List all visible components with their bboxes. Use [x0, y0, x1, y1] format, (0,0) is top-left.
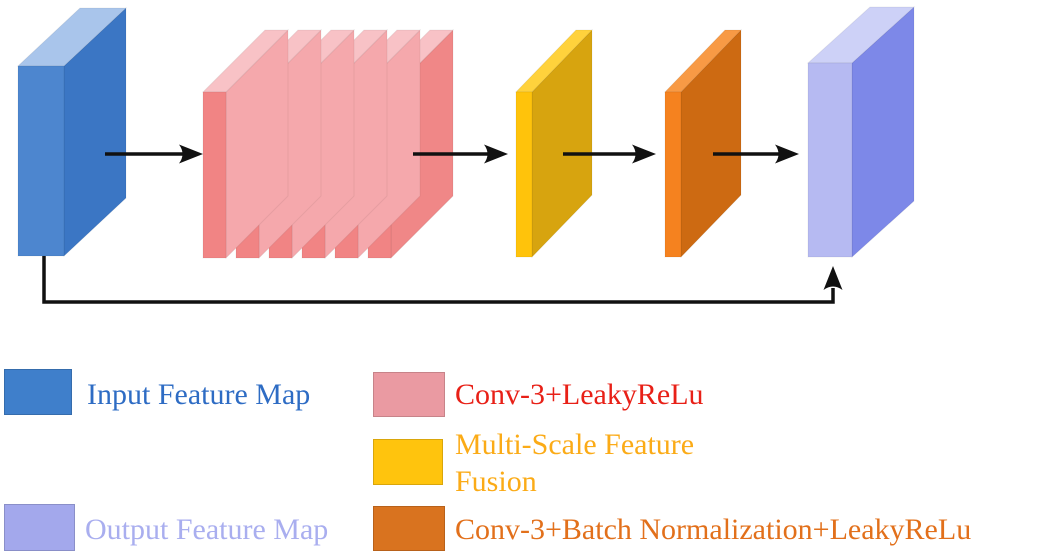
- legend-label-conv3-leakyrelu: Conv-3+LeakyReLu: [455, 378, 704, 411]
- input-feature-map-block-front-face: [17, 65, 65, 257]
- conv3-batchnorm-leakyrelu-block-front-face: [664, 91, 682, 258]
- legend-label-input-feature-map: Input Feature Map: [87, 378, 311, 411]
- input-feature-map-block: [16, 6, 128, 258]
- legend-swatch-input-feature-map: [4, 369, 72, 415]
- arrow-convbn-to-output: [713, 144, 799, 164]
- conv3-leakyrelu-stack-layer-1: [201, 28, 290, 260]
- legend-label-conv3-batchnorm-leakyrelu: Conv-3+Batch Normalization+LeakyReLu: [455, 513, 972, 546]
- legend-swatch-multi-scale-feature-fusion: [373, 439, 443, 485]
- legend-swatch-conv3-batchnorm-leakyrelu: [373, 506, 445, 551]
- multi-scale-feature-fusion-block: [514, 28, 594, 259]
- arrow-msff-to-convbn: [563, 144, 656, 164]
- output-feature-map-block-front-face: [807, 62, 853, 258]
- skip-connection-arrow: [42, 256, 843, 304]
- conv3-batchnorm-leakyrelu-block: [663, 28, 743, 259]
- arrow-input-to-conv-head: [179, 144, 203, 164]
- multi-scale-feature-fusion-block-side-face: [531, 28, 593, 259]
- conv3-batchnorm-leakyrelu-block-side-face: [680, 28, 742, 259]
- arrow-conv-to-msff-head: [484, 144, 508, 164]
- architecture-diagram: [16, 5, 916, 304]
- arrow-convbn-to-output-head: [775, 144, 799, 164]
- legend-swatch-output-feature-map: [4, 504, 75, 551]
- arrow-conv-to-msff: [413, 144, 508, 164]
- skip-connection-line: [42, 256, 835, 304]
- legend-label-multi-scale-feature-fusion: Multi-Scale Feature Fusion: [455, 428, 695, 498]
- legend-label-output-feature-map: Output Feature Map: [85, 513, 329, 546]
- output-feature-map-block: [806, 5, 916, 259]
- legend-swatch-conv3-leakyrelu: [373, 372, 445, 417]
- skip-connection-arrowhead: [823, 266, 843, 290]
- arrow-input-to-conv: [105, 144, 203, 164]
- multi-scale-feature-fusion-block-front-face: [515, 91, 533, 258]
- conv3-leakyrelu-stack-layer-1-front-face: [202, 91, 227, 259]
- arrow-msff-to-convbn-head: [632, 144, 656, 164]
